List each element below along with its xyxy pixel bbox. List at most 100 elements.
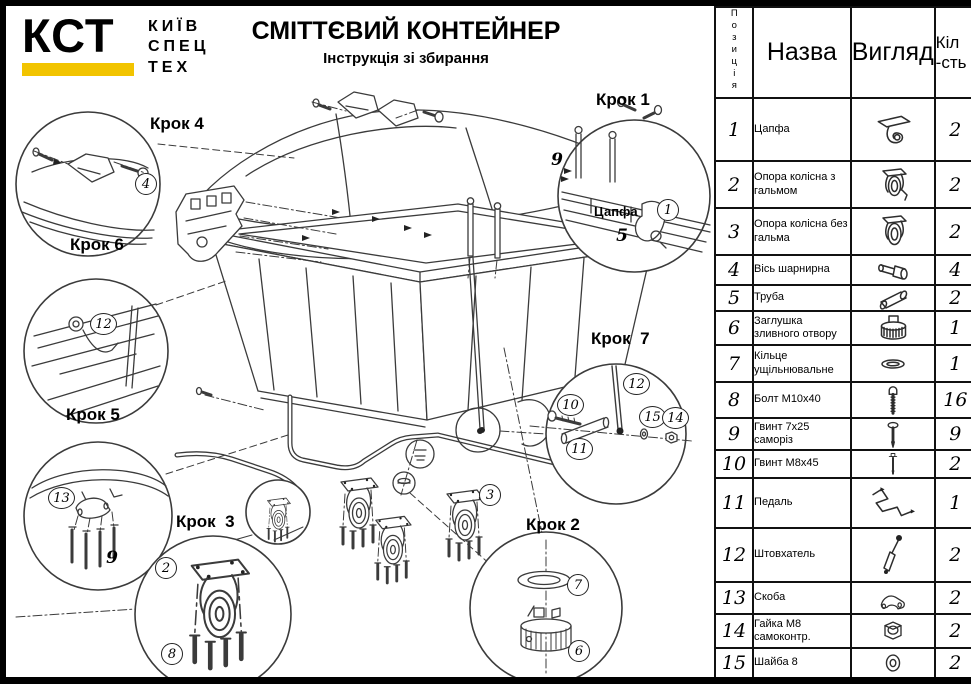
part-qty: 2: [933, 160, 971, 209]
part-callout: 8: [161, 643, 183, 665]
part-view: [849, 381, 936, 419]
step-label: Крок 2: [526, 515, 580, 534]
company-logo: КСТ КИЇВ СПЕЦ ТЕХ: [22, 9, 209, 78]
header-qty: Кіл -сть: [933, 6, 971, 99]
page-title: СМІТТЄВИЙ КОНТЕЙНЕР: [251, 17, 561, 45]
part-callout: 5: [616, 226, 628, 246]
part-qty: 1: [933, 344, 971, 383]
part-name: Опора колісна без гальма: [752, 207, 852, 256]
part-qty: 2: [933, 647, 971, 677]
part-position: 1: [713, 97, 755, 162]
part-name: Гвинт 7х25 саморіз: [752, 417, 852, 451]
logo-abbr: КСТ: [22, 9, 115, 62]
step-label: Крок 1: [596, 90, 650, 109]
table-row: 1 Цапфа 2: [713, 97, 971, 162]
part-position: 2: [713, 160, 755, 209]
part-view: [849, 527, 936, 583]
part-qty: 2: [933, 284, 971, 312]
part-callout: 15: [639, 406, 666, 428]
part-view: [849, 284, 936, 312]
hinge-axle-icon: [877, 264, 908, 280]
part-name: Болт М10х40: [752, 381, 852, 419]
long-bolt-icon: [888, 453, 897, 475]
part-callout: 12: [623, 373, 650, 395]
part-callout: 6: [568, 640, 590, 662]
pedal-icon: [872, 487, 915, 517]
header-position: Позиція: [728, 8, 740, 92]
part-note: Цапфа: [594, 204, 638, 219]
part-callout: 14: [662, 407, 689, 429]
table-row: 15 Шайба 8 2: [713, 647, 971, 677]
bolt-icon: [888, 386, 898, 415]
part-name: Кільце ущільнювальне: [752, 344, 852, 383]
part-qty: 16: [933, 381, 971, 419]
part-position: 7: [713, 344, 755, 383]
header-name: Назва: [752, 6, 852, 99]
clamp-icon: [880, 595, 905, 610]
part-position: 5: [713, 284, 755, 312]
part-position: 6: [713, 310, 755, 346]
table-row: 3 Опора колісна без гальма 2: [713, 207, 971, 256]
part-position: 9: [713, 417, 755, 451]
part-qty: 2: [933, 207, 971, 256]
assembly-diagram: Крок 1 Крок 2 Крок 3 Крок 4 Крок 5 Крок …: [6, 6, 715, 677]
table-row: 4 Вісь шарнирна 4: [713, 254, 971, 286]
table-row: 9 Гвинт 7х25 саморіз 9: [713, 417, 971, 451]
part-name: Скоба: [752, 581, 852, 615]
lift-comb-bracket: [175, 185, 342, 263]
part-view: [849, 581, 936, 615]
part-view: [849, 477, 936, 529]
part-view: [849, 647, 936, 677]
part-name: Гайка М8 самоконтр.: [752, 613, 852, 649]
part-name: Цапфа: [752, 97, 852, 162]
part-qty: 1: [933, 477, 971, 529]
caster-icon: [881, 214, 907, 245]
drain-plug-location: [392, 347, 543, 534]
logo-line: КИЇВ: [148, 18, 202, 35]
part-position: 15: [713, 647, 755, 677]
logo-line: ТЕХ: [148, 58, 192, 76]
step-2-callout: [469, 531, 623, 677]
header-view: Вигляд: [849, 6, 936, 99]
part-position: 11: [713, 477, 755, 529]
part-view: [849, 97, 936, 162]
parts-table: Позиція Назва Вигляд Кіл -сть 1 Цапфа: [712, 6, 971, 677]
part-qty: 2: [933, 613, 971, 649]
table-row: 7 Кільце ущільнювальне 1: [713, 344, 971, 383]
part-name: Опора колісна з гальмом: [752, 160, 852, 209]
part-callout: 4: [135, 173, 157, 195]
table-row: 14 Гайка М8 самоконтр. 2: [713, 613, 971, 649]
step-5-callout: [23, 441, 173, 591]
part-name: Педаль: [752, 477, 852, 529]
part-view: [849, 613, 936, 649]
part-name: Шайба 8: [752, 647, 852, 677]
part-view: [849, 160, 936, 209]
part-callout: 9: [106, 548, 118, 568]
table-header-row: Позиція Назва Вигляд Кіл -сть: [713, 6, 971, 99]
table-row: 11 Педаль 1: [713, 477, 971, 529]
container-body: [211, 203, 653, 428]
leader-lines: [15, 143, 547, 618]
drain-plug-icon: [880, 315, 906, 340]
part-position: 13: [713, 581, 755, 615]
part-view: [849, 344, 936, 383]
pusher-rod: [468, 257, 552, 447]
part-qty: 2: [933, 97, 971, 162]
part-position: 12: [713, 527, 755, 583]
step-6-callout: [23, 278, 169, 424]
part-qty: 2: [933, 581, 971, 615]
part-view: [849, 417, 936, 451]
part-qty: 1: [933, 310, 971, 346]
page-subtitle: Інструкція зі збирання: [323, 49, 489, 67]
step-3-callout: [134, 535, 292, 677]
part-position: 14: [713, 613, 755, 649]
step-label: Крок 4: [150, 114, 204, 133]
table-row: 13 Скоба 2: [713, 581, 971, 615]
table-row: 10 Гвинт М8х45 2: [713, 449, 971, 479]
part-view: [849, 310, 936, 346]
part-callout: 10: [557, 394, 584, 416]
part-callout: 2: [155, 557, 177, 579]
part-name: Гвинт М8х45: [752, 449, 852, 479]
part-qty: 2: [933, 527, 971, 583]
screw-icon: [887, 421, 899, 448]
